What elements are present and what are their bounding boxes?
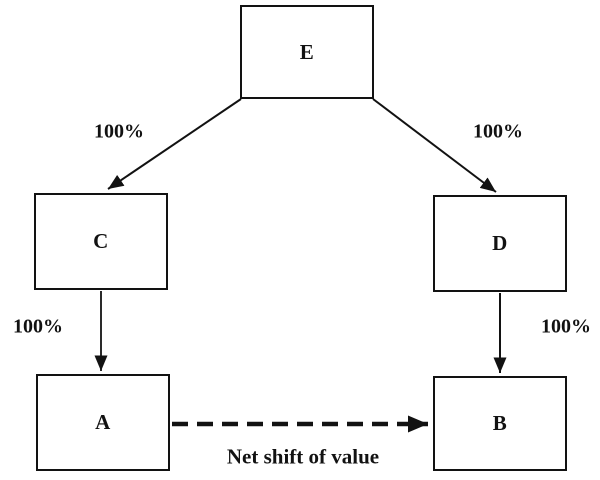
node-label-c: C — [93, 229, 109, 253]
node-box-c: C — [34, 193, 168, 290]
edge-label-net-shift-of-value: Net shift of value — [226, 444, 380, 469]
edge-label-d-to-b: 100% — [541, 315, 591, 338]
node-box-e: E — [240, 5, 374, 99]
edge-label-e-to-c: 100% — [94, 120, 144, 143]
node-label-e: E — [299, 39, 315, 64]
edge-e-to-c-arrow — [107, 98, 242, 190]
node-box-d: D — [433, 195, 567, 292]
node-box-b: B — [433, 376, 567, 471]
edge-label-e-to-d: 100% — [473, 120, 523, 143]
node-box-a: A — [36, 374, 170, 471]
node-label-a: A — [95, 410, 111, 434]
node-label-b: B — [492, 411, 508, 435]
edge-label-c-to-a: 100% — [13, 315, 63, 338]
edge-e-to-d-arrow — [372, 98, 497, 193]
node-label-d: D — [492, 231, 508, 255]
